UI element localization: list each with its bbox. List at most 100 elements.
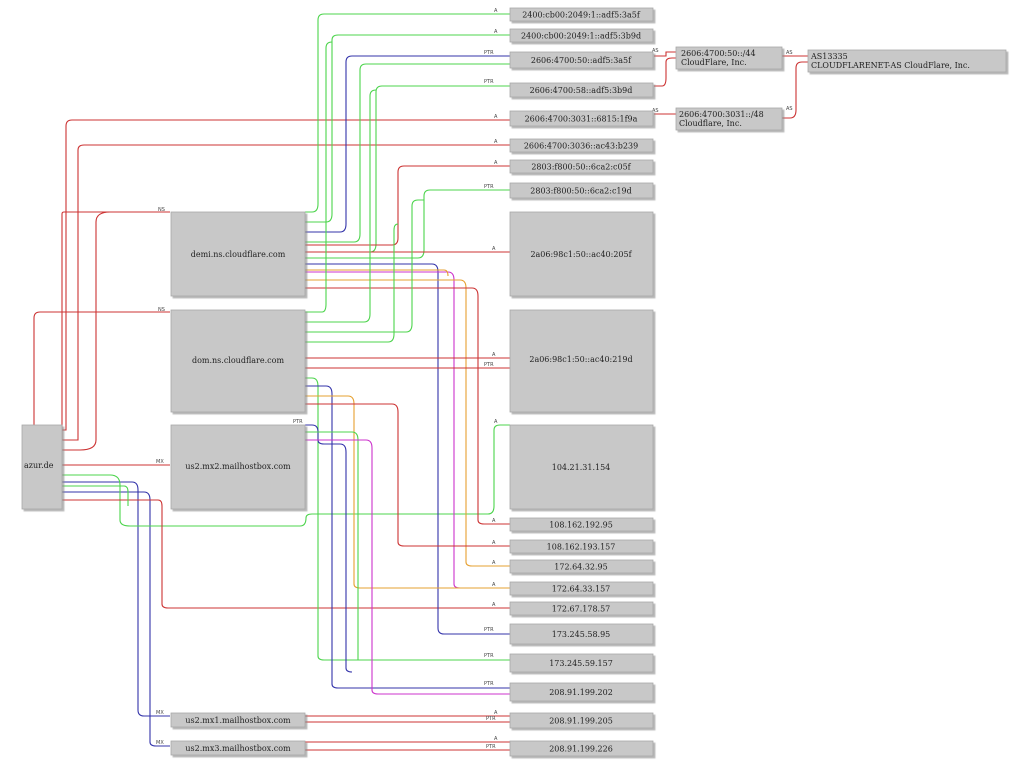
edge-label-a: A [494,419,498,425]
edge-ns1-v4-5 [305,271,510,589]
node-label: 2a06:98c1:50::ac40:205f [530,250,632,259]
edge-mx3-v4-11a: A [305,736,510,743]
edge-ns1-v6-3: PTR [305,50,510,233]
edge-ns1-v6-2: A [305,29,510,223]
node-ip-v6-2[interactable]: 2400:cb00:2049:1::adf5:3b9d [509,28,654,43]
node-label: 2606:4700:58::adf5:3b9d [530,86,633,95]
edge-ns2-v6-2 [305,41,333,313]
node-label: 172.67.178.57 [552,605,611,614]
node-label: 104.21.31.154 [552,463,611,472]
edge-label-ptr: PTR [484,362,494,368]
node-ip-v6-1[interactable]: 2400:cb00:2049:1::adf5:3a5f [509,7,654,22]
node-label: azur.de [24,461,54,470]
node-label-asn: AS13335 [810,52,848,61]
node-ns-demi[interactable]: demi.ns.cloudflare.com [170,211,306,297]
node-azur-de[interactable]: azur.de [21,424,63,510]
edge-azur-ns1: NS [61,207,170,440]
node-ip-v6-3[interactable]: 2606:4700:50::adf5:3a5f [509,51,654,69]
node-label-asorg: CLOUDFLARENET-AS CloudFlare, Inc. [811,61,970,70]
node-ip-v6-6[interactable]: 2606:4700:3036::ac43:b239 [509,138,654,153]
node-label: 208.91.199.202 [549,688,613,697]
node-ip-v4-3[interactable]: 108.162.193.157 [509,539,654,554]
node-label: us2.mx2.mailhostbox.com [185,462,291,471]
node-ip-v6-5[interactable]: 2606:4700:3031::6815:1f9a [509,110,654,127]
edge-label-ptr: PTR [293,419,303,425]
node-ip-v4-7[interactable]: 173.245.58.95 [509,623,654,645]
edge-label-a: A [494,8,498,14]
edge-label-a: A [492,540,496,546]
edge-azur-v4-6: A [62,499,510,609]
edge-ns1-v6-9: A [305,246,510,253]
node-ip-v6-10[interactable]: 2a06:98c1:50::ac40:219d [509,309,654,413]
edge-ns2-v4-5: A [305,395,510,589]
edge-label-as: AS [652,108,659,114]
edge-label-a: A [494,114,498,120]
node-ip-v4-4[interactable]: 172.64.32.95 [509,559,654,574]
node-label: 208.91.199.205 [549,717,613,726]
edge-azur-mx1: MX [62,481,170,717]
node-label-org: CloudFlare, Inc. [681,58,747,67]
node-net-prefix-1[interactable]: 2606:4700:50::/44 CloudFlare, Inc. [675,46,783,70]
node-label: us2.mx3.mailhostbox.com [185,744,291,753]
edge-label-as: AS [786,50,793,56]
node-label: 2606:4700:3031::6815:1f9a [525,115,638,124]
edge-label-ns: NS [158,207,165,213]
edge-label-mx: MX [156,459,164,465]
node-ip-v6-4[interactable]: 2606:4700:58::adf5:3b9d [509,82,654,98]
node-as13335[interactable]: AS13335 CLOUDFLARENET-AS CloudFlare, Inc… [807,49,1007,73]
node-ip-v4-11[interactable]: 208.91.199.226 [509,740,654,757]
node-label: demi.ns.cloudflare.com [191,250,286,259]
edge-ns2-v6-7 [305,223,399,343]
node-label: 2400:cb00:2049:1::adf5:3b9d [521,32,641,41]
edge-ns2-v6-10b: PTR [305,362,510,369]
edge-mx1-v4-10a: A [305,710,510,717]
edge-label-a: A [492,560,496,566]
node-label: 2606:4700:3036::ac43:b239 [524,142,638,151]
node-ip-v4-8[interactable]: 173.245.59.157 [509,653,654,673]
node-ip-v6-9[interactable]: 2a06:98c1:50::ac40:205f [509,211,654,297]
edge-label-a: A [492,246,496,252]
node-label: 208.91.199.226 [549,745,613,754]
node-net-prefix-2[interactable]: 2606:4700:3031::/48 Cloudflare, Inc. [675,107,783,131]
edge-v6-3-net1: AS [652,48,676,57]
node-ip-v4-9[interactable]: 208.91.199.202 [509,682,654,702]
node-label: 108.162.193.157 [547,543,616,552]
node-label: us2.mx1.mailhostbox.com [185,716,291,725]
node-label-org: Cloudflare, Inc. [679,119,742,128]
node-ip-v4-1[interactable]: 104.21.31.154 [509,424,654,510]
edge-label-a: A [494,710,498,716]
edge-label-ptr: PTR [484,653,494,659]
edge-label-ptr: PTR [484,184,494,190]
node-ip-v4-2[interactable]: 108.162.192.95 [509,517,654,532]
edge-label-a: A [494,29,498,35]
edge-azur-mx3: MX [62,491,170,747]
edge-label-ns: NS [158,307,165,313]
edge-ns1-v4-7: PTR [305,263,510,635]
node-ip-v6-8[interactable]: 2803:f800:50::6ca2:c19d [509,182,654,199]
node-ns-dom[interactable]: dom.ns.cloudflare.com [170,309,306,413]
edge-ns1-v4-4: A [305,279,510,567]
edge-ns1-v6-8: PTR [305,184,510,259]
edge-azur-v6-6: A [62,139,510,441]
node-label: 108.162.192.95 [549,521,613,530]
node-ip-v4-10[interactable]: 208.91.199.205 [509,712,654,729]
edge-net2-as: AS [782,61,808,119]
node-ip-v4-6[interactable]: 172.67.178.57 [509,601,654,616]
edge-ns1-v6-3b [305,63,510,243]
node-label: dom.ns.cloudflare.com [192,356,285,365]
edge-ns1-misc-1 [305,269,449,277]
node-ip-v4-5[interactable]: 172.64.33.157 [509,581,654,596]
node-mx1[interactable]: us2.mx1.mailhostbox.com [170,712,306,728]
edge-ns2-v6-10: A [305,352,510,359]
node-mx3[interactable]: us2.mx3.mailhostbox.com [170,740,306,756]
edge-label-ptr: PTR [484,681,494,687]
edge-label-a: A [492,602,496,608]
node-mx2[interactable]: us2.mx2.mailhostbox.com [170,424,306,510]
node-label: 172.64.32.95 [554,563,607,572]
edge-azur-v4-1: A [62,419,510,527]
node-ip-v6-7[interactable]: 2803:f800:50::6ca2:c05f [509,159,654,174]
edge-label-ptr: PTR [486,716,496,722]
node-label: 2606:4700:50::adf5:3a5f [531,56,632,65]
edge-mx2-v4-9b [305,439,510,695]
